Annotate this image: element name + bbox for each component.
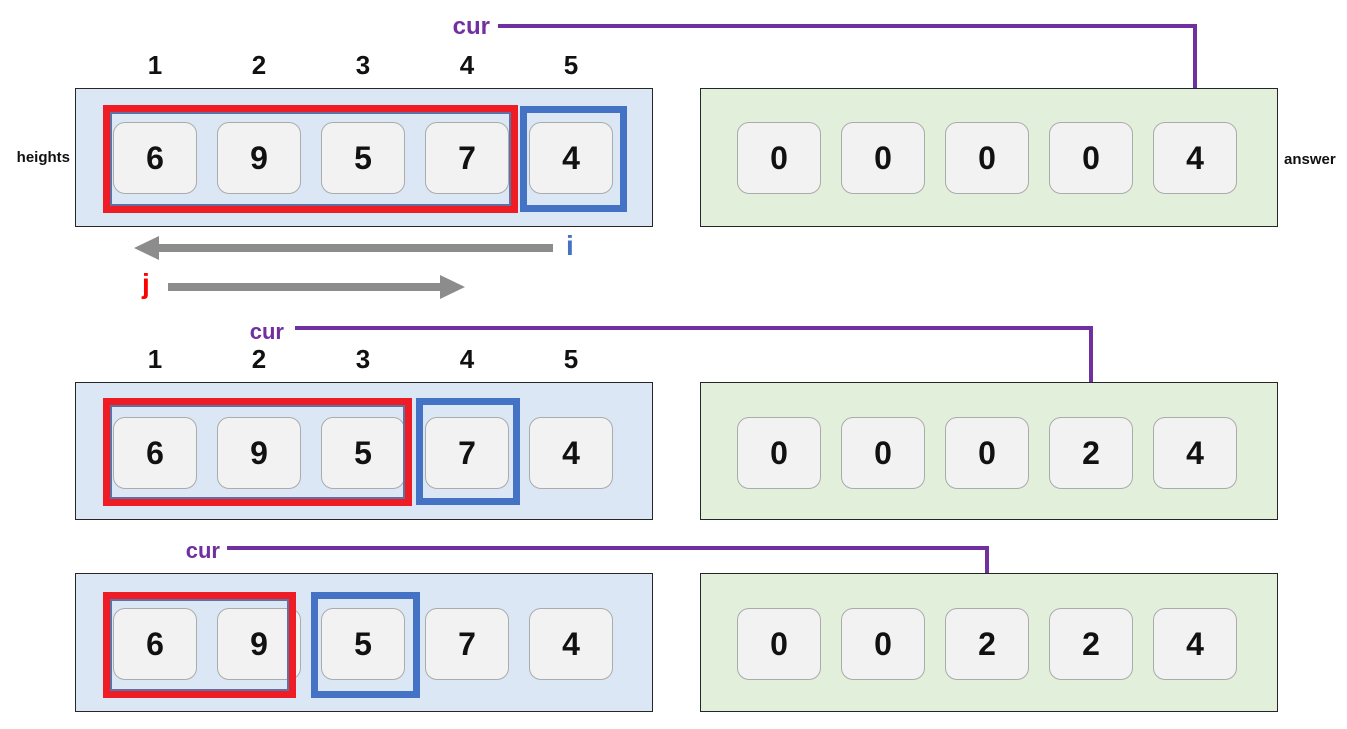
heights-cell: 6	[113, 417, 197, 489]
heights-cell: 5	[321, 608, 405, 680]
answer-cell: 4	[1153, 122, 1237, 194]
cur-arrow-horizontal-step3	[227, 546, 989, 550]
cur-arrow-vertical-step1	[1193, 24, 1197, 108]
heights-cell: 7	[425, 608, 509, 680]
cur-arrow-horizontal-step1	[498, 24, 1195, 28]
blue-highlight-box-step3	[311, 592, 420, 698]
heights-cell: 9	[217, 417, 301, 489]
cur-arrow-vertical-step3	[985, 546, 989, 594]
answer-cell: 2	[945, 608, 1029, 680]
heights-cell: 4	[529, 122, 613, 194]
red-highlight-box-step3	[103, 592, 296, 698]
heights-cell: 6	[113, 122, 197, 194]
answer-cell: 2	[1049, 608, 1133, 680]
answer-cell: 0	[841, 122, 925, 194]
index-label-5: 5	[563, 50, 579, 80]
answer-cell: 0	[945, 417, 1029, 489]
i-arrow-shaft	[155, 244, 553, 252]
answer-cell: 0	[945, 122, 1029, 194]
heights-cell: 7	[425, 122, 509, 194]
answer-cell: 0	[841, 608, 925, 680]
heights-cell: 5	[321, 417, 405, 489]
answer-cell: 0	[737, 417, 821, 489]
cur-label-step3: cur	[185, 538, 220, 563]
heights-cell: 4	[529, 417, 613, 489]
blue-highlight-box-step1	[520, 106, 627, 212]
heights-cell: 5	[321, 122, 405, 194]
index-label-1: 1	[147, 50, 163, 80]
i-label: i	[566, 230, 574, 261]
index-label-2: 2	[251, 50, 267, 80]
heights-array-label: heights	[16, 149, 70, 166]
answer-cell: 0	[737, 608, 821, 680]
answer-cell: 4	[1153, 608, 1237, 680]
cur-label-step2: cur	[249, 319, 284, 344]
answer-cell: 2	[1049, 417, 1133, 489]
red-highlight-box-step1	[103, 105, 518, 213]
index-label-3: 3	[355, 50, 371, 80]
answer-cell: 0	[841, 417, 925, 489]
cur-label-step1: cur	[452, 13, 490, 40]
j-label: j	[142, 268, 150, 299]
heights-cell: 9	[217, 608, 301, 680]
heights-cell: 6	[113, 608, 197, 680]
red-highlight-box-step2	[103, 398, 412, 506]
answer-array-label: answer	[1284, 151, 1336, 168]
index-label-4: 4	[459, 50, 475, 80]
i-arrowhead-icon	[134, 236, 159, 260]
cur-arrow-vertical-step2	[1089, 326, 1093, 403]
heights-cell: 9	[217, 122, 301, 194]
j-arrow-shaft	[168, 283, 440, 291]
answer-cell: 0	[1049, 122, 1133, 194]
index-label-1: 1	[147, 344, 163, 374]
answer-cell: 0	[737, 122, 821, 194]
j-arrowhead-icon	[440, 275, 465, 299]
cur-arrow-horizontal-step2	[295, 326, 1093, 330]
index-label-2: 2	[251, 344, 267, 374]
index-label-5: 5	[563, 344, 579, 374]
heights-cell: 4	[529, 608, 613, 680]
index-label-3: 3	[355, 344, 371, 374]
blue-highlight-box-step2	[416, 398, 520, 505]
heights-cell: 7	[425, 417, 509, 489]
answer-cell: 4	[1153, 417, 1237, 489]
index-label-4: 4	[459, 344, 475, 374]
